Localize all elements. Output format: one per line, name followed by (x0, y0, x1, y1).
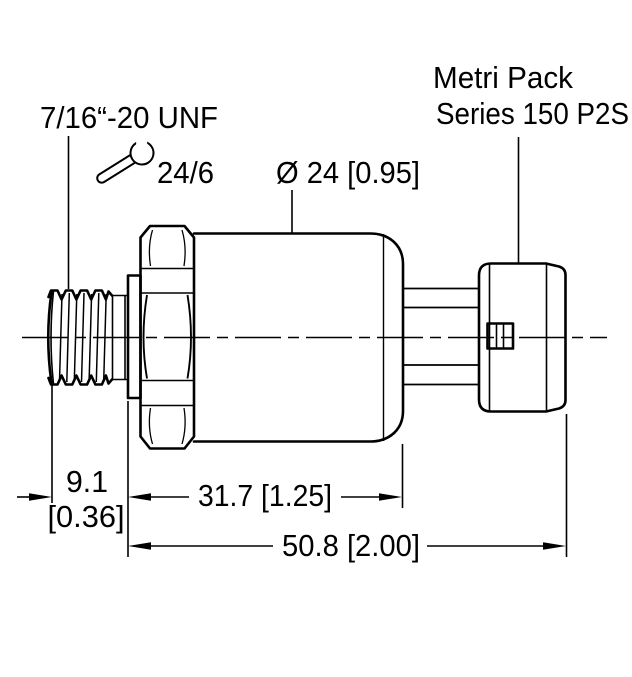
hex-face-lines (141, 267, 194, 407)
thread-flanks (58, 292, 107, 383)
thread-spec-label: 7/16“-20 UNF (40, 100, 218, 135)
thread-runout-band (111, 294, 129, 381)
thread-tip-chamfer-inner (50, 290, 55, 385)
connector-label-line1: Metri Pack (433, 60, 573, 95)
thread-port (46, 274, 142, 400)
wrench-size-label: 24/6 (157, 155, 214, 190)
port-flange (126, 274, 142, 400)
hex-chamfer-arcs (142, 229, 192, 445)
dim-thread-length-in: [0.36] (48, 499, 125, 534)
connector-outline (477, 262, 567, 413)
connector-label-line2: Series 150 P2S (436, 96, 629, 131)
dim-thread-length-mm: 9.1 (66, 464, 108, 499)
wrench-icon (96, 125, 155, 184)
connector-lock-tab (486, 322, 515, 350)
hex-outline (139, 224, 196, 450)
dim-thread-length (17, 493, 189, 501)
connector-stem (403, 287, 479, 386)
sensor-body (192, 232, 405, 443)
connector-head (477, 262, 567, 413)
dim-body-length (341, 493, 402, 501)
dim-body-length-label: 31.7 [1.25] (198, 478, 332, 513)
dim-overall-length (128, 542, 566, 550)
thread-crest-top (47, 289, 114, 301)
thread-tip-chamfer (46, 290, 53, 385)
body-diameter-label: Ø 24 [0.95] (276, 155, 420, 190)
thread-crest-bottom (47, 374, 114, 386)
hex-nut (139, 224, 196, 450)
dim-overall-length-label: 50.8 [2.00] (282, 528, 420, 563)
body-outline (192, 232, 405, 443)
